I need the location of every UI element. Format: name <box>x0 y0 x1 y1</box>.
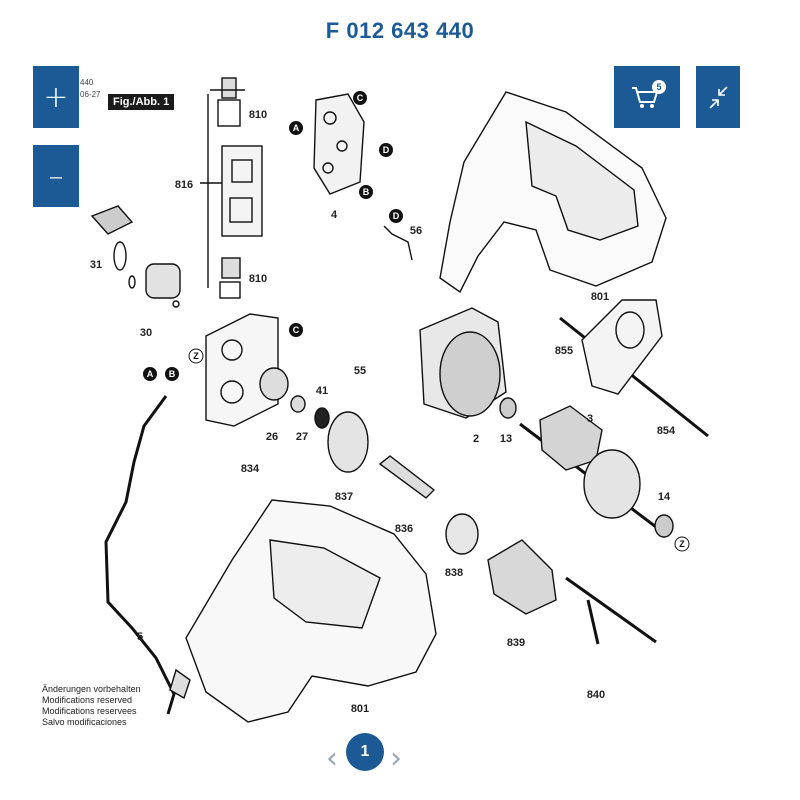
bearing-13 <box>499 397 517 419</box>
chuck-key-840 <box>565 576 657 645</box>
zoom-in-button[interactable]: + <box>33 66 79 128</box>
part-label: 13 <box>500 433 512 445</box>
housing-shell-top <box>439 91 667 294</box>
side-codes: 440 06-27 <box>80 78 101 99</box>
part-label: 837 <box>335 491 353 503</box>
part-label: 838 <box>445 567 463 579</box>
pagination: ‹ 1 › <box>0 733 800 777</box>
connector-label: A <box>147 369 154 379</box>
bearing-14 <box>654 514 674 538</box>
prev-page-button[interactable]: ‹ <box>326 741 338 776</box>
current-page-indicator[interactable]: 1 <box>346 733 384 771</box>
part-label: 801 <box>351 703 369 715</box>
connector-label: B <box>169 369 176 379</box>
part-label: 836 <box>395 523 413 535</box>
part-label: 55 <box>354 365 366 377</box>
page-title: F 012 643 440 <box>325 18 475 43</box>
collapse-button[interactable] <box>696 66 740 128</box>
part-31-clip <box>90 205 134 235</box>
part-label: 810 <box>249 109 267 121</box>
connector-label: C <box>293 325 300 335</box>
power-cord-5 <box>104 395 176 715</box>
part-label: 801 <box>591 291 609 303</box>
cart-button[interactable]: 5 <box>614 66 680 128</box>
part-label: 3 <box>587 413 593 425</box>
part-label: 26 <box>266 431 278 443</box>
gear-837 <box>327 411 369 473</box>
connector-label: Z <box>679 539 685 549</box>
part-label: 5 <box>137 631 143 643</box>
part-label: 27 <box>296 431 308 443</box>
next-page-button[interactable]: › <box>390 741 402 776</box>
connector-label: Z <box>193 351 199 361</box>
part-label: 816 <box>175 179 193 191</box>
part-label: 4 <box>331 209 338 221</box>
part-label: 14 <box>658 491 671 503</box>
chuck-839 <box>487 539 557 615</box>
part-4-switch <box>313 93 365 195</box>
exploded-parts-diagram: A B C D C D A B Z Z 810 816 810 4 56 31 … <box>90 77 709 723</box>
zoom-out-button[interactable]: – <box>33 145 79 207</box>
part-label: 2 <box>473 433 479 445</box>
connector-label: D <box>393 211 400 221</box>
housing-shell-bottom <box>185 499 437 723</box>
armature-part-3 <box>519 405 661 532</box>
connector-label: A <box>293 123 300 133</box>
connector-label: D <box>383 145 390 155</box>
bearing-838 <box>445 513 479 555</box>
part-label: 834 <box>241 463 260 475</box>
part-label: 41 <box>316 385 328 397</box>
spindle-836 <box>378 455 436 499</box>
part-56-wire <box>383 225 413 261</box>
part-label: 840 <box>587 689 605 701</box>
figure-label: Fig./Abb. 1 <box>108 94 175 110</box>
brush-holder-part <box>200 77 263 299</box>
cart-count-badge: 5 <box>652 80 666 94</box>
part-label: 31 <box>90 259 102 271</box>
stator-part-2 <box>419 307 507 419</box>
part-label: 839 <box>507 637 525 649</box>
part-label: 56 <box>410 225 422 237</box>
side-handle-part <box>559 299 709 438</box>
part-label: 855 <box>555 345 573 357</box>
part-label: 854 <box>657 425 676 437</box>
part-30-switch <box>113 241 181 308</box>
collapse-icon <box>709 86 728 109</box>
modification-notes: Änderungen vorbehalten Modifications res… <box>42 684 141 727</box>
part-label: 810 <box>249 273 267 285</box>
bearing-plate-part <box>205 313 330 429</box>
part-label: 30 <box>140 327 152 339</box>
connector-label: B <box>363 187 370 197</box>
connector-label: C <box>357 93 364 103</box>
